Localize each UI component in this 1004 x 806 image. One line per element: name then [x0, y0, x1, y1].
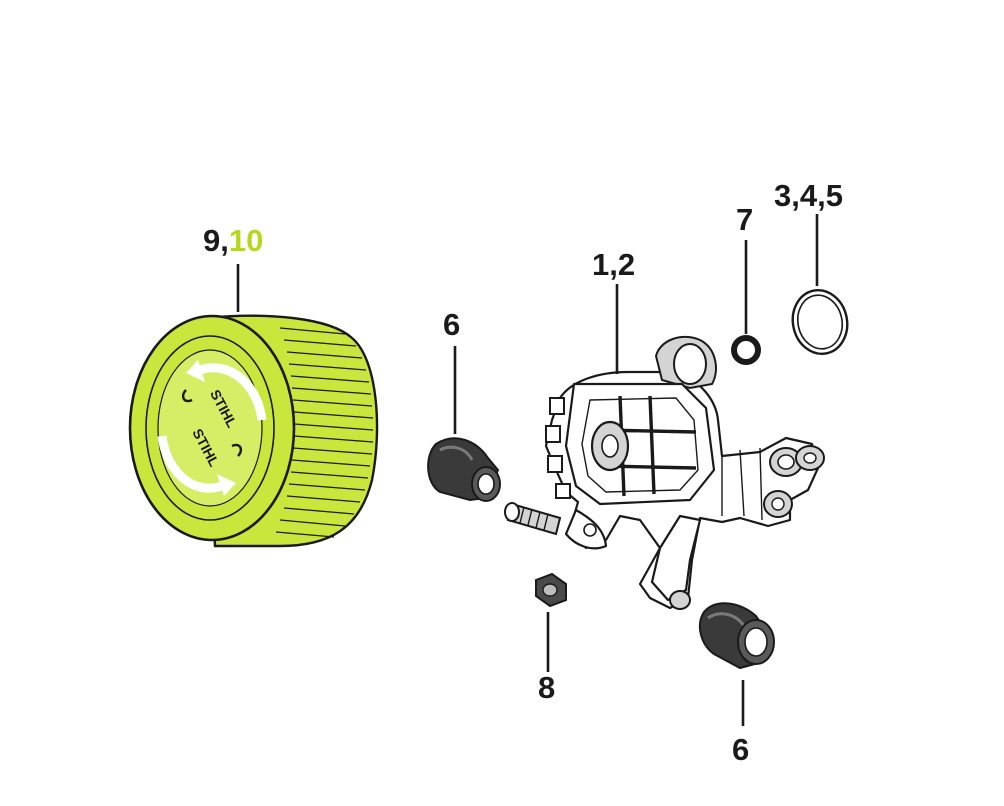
small-o-ring-part[interactable]	[731, 335, 761, 365]
callout-nut: 8	[538, 670, 555, 705]
large-o-ring-part[interactable]	[787, 285, 853, 359]
callout-housing: 1,2	[592, 247, 635, 282]
threaded-pin-part[interactable]	[504, 502, 562, 536]
rubber-cap-left-part[interactable]	[427, 437, 501, 502]
hook-mark-icon	[231, 443, 243, 457]
rotate-arrow-icon	[157, 435, 224, 493]
hook-mark-icon	[181, 389, 193, 403]
callout-filter-prefix: 9,	[203, 223, 229, 258]
callout-filter-highlight: 10	[229, 223, 263, 258]
callout-large-o-ring: 3,4,5	[774, 178, 843, 213]
callout-cap-bottom: 6	[732, 732, 749, 767]
housing-part[interactable]	[544, 335, 825, 610]
callout-cap-left: 6	[443, 307, 460, 342]
leader-lines	[236, 214, 819, 726]
hex-nut-part[interactable]	[535, 572, 567, 608]
rotate-arrow-icon	[198, 363, 267, 421]
rubber-cap-bottom-part[interactable]	[698, 602, 775, 670]
housing-ports	[721, 445, 825, 521]
housing-teeth	[545, 397, 571, 499]
callout-filter: 9,10	[203, 223, 263, 258]
callout-small-o-ring: 7	[736, 202, 753, 237]
air-filter-part[interactable]: STIHL STIHL	[128, 314, 379, 548]
filter-pleats	[275, 327, 374, 538]
